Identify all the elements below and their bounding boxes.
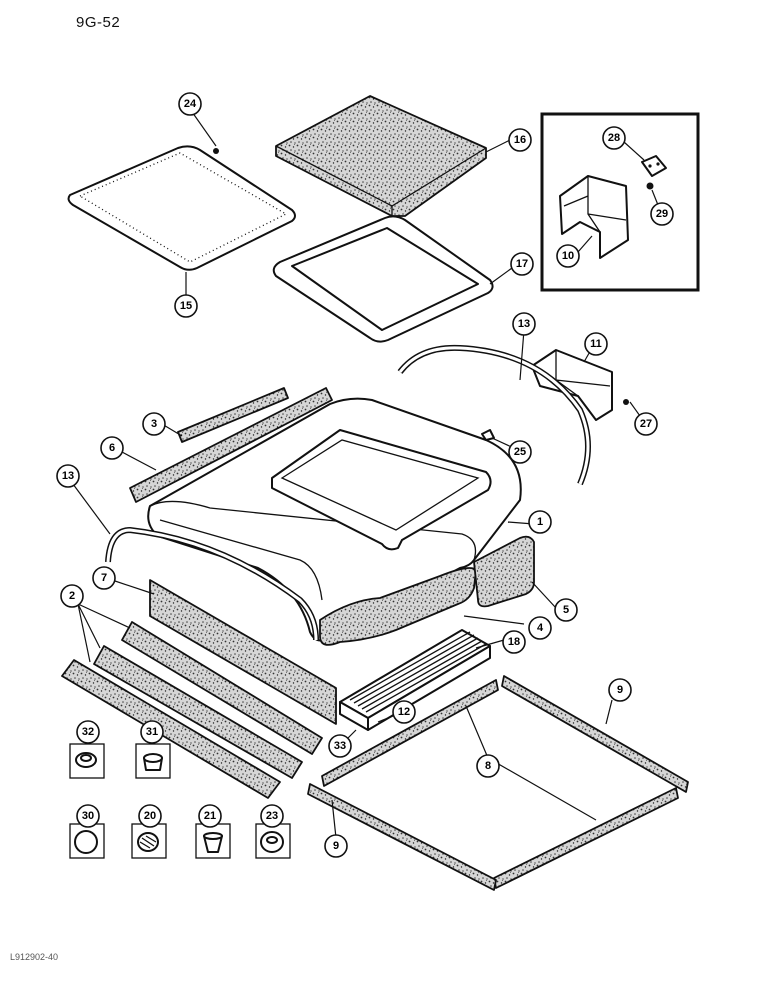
callout-15: 15 [174, 294, 198, 318]
callout-28: 28 [602, 126, 626, 150]
callout-6: 6 [100, 436, 124, 460]
svg-text:11: 11 [590, 338, 602, 350]
svg-text:16: 16 [514, 134, 526, 146]
callout-8: 8 [476, 754, 500, 778]
svg-text:23: 23 [266, 810, 278, 822]
knob-20 [131, 823, 167, 859]
svg-text:13: 13 [62, 470, 74, 482]
svg-text:32: 32 [82, 726, 94, 738]
svg-text:31: 31 [146, 726, 158, 738]
svg-text:29: 29 [656, 208, 668, 220]
svg-text:33: 33 [334, 740, 346, 752]
callout-30: 30 [76, 804, 100, 828]
foam-strip-7 [149, 579, 337, 725]
callout-23: 23 [260, 804, 284, 828]
svg-text:25: 25 [514, 446, 526, 458]
svg-text:2: 2 [69, 590, 75, 602]
callout-25: 25 [508, 440, 532, 464]
knob-31 [135, 743, 171, 779]
seal-strip-9b [307, 783, 497, 891]
callout-4: 4 [528, 616, 552, 640]
air-duct [531, 349, 613, 421]
roof-foam-pad [275, 95, 487, 217]
callout-20: 20 [138, 804, 162, 828]
callout-24: 24 [178, 92, 202, 116]
svg-text:12: 12 [398, 706, 410, 718]
callout-9-lower: 9 [324, 834, 348, 858]
trim-strip-lower [105, 526, 319, 641]
svg-text:1: 1 [537, 516, 543, 528]
knob-21 [195, 823, 231, 859]
callout-3: 3 [142, 412, 166, 436]
svg-text:8: 8 [485, 760, 491, 772]
callout-9-upper: 9 [608, 678, 632, 702]
foam-strip-6 [129, 387, 333, 503]
svg-text:13: 13 [518, 318, 530, 330]
inset-detail-box [540, 112, 700, 292]
screw-24 [213, 148, 219, 154]
svg-text:7: 7 [101, 572, 107, 584]
page-number: 9G-52 [76, 14, 121, 31]
callout-29: 29 [650, 202, 674, 226]
drawing-code: L912902-40 [10, 952, 59, 962]
svg-text:6: 6 [109, 442, 115, 454]
callout-12: 12 [392, 700, 416, 724]
callout-13-upper: 13 [512, 312, 536, 336]
window-seal-frame [272, 215, 494, 343]
callout-1: 1 [528, 510, 552, 534]
svg-text:20: 20 [144, 810, 156, 822]
callout-21: 21 [198, 804, 222, 828]
svg-text:30: 30 [82, 810, 94, 822]
svg-text:5: 5 [563, 604, 569, 616]
callout-11: 11 [584, 332, 608, 356]
callout-32: 32 [76, 720, 100, 744]
cap-30 [69, 823, 105, 859]
callout-16: 16 [508, 128, 532, 152]
foam-panel-5 [473, 535, 535, 608]
seal-strip-8b [493, 787, 679, 889]
callout-33: 33 [328, 734, 352, 758]
foam-strip-3 [177, 387, 289, 443]
svg-text:18: 18 [508, 636, 520, 648]
callout-31: 31 [140, 720, 164, 744]
svg-text:28: 28 [608, 132, 620, 144]
svg-text:9: 9 [617, 684, 623, 696]
callout-17: 17 [510, 252, 534, 276]
svg-text:24: 24 [184, 98, 197, 110]
headliner-panel [67, 145, 296, 271]
svg-text:3: 3 [151, 418, 157, 430]
seal-strip-8a [321, 679, 499, 787]
knob-23 [255, 823, 291, 859]
svg-text:10: 10 [562, 250, 574, 262]
svg-text:15: 15 [180, 300, 192, 312]
svg-text:17: 17 [516, 258, 528, 270]
svg-text:4: 4 [537, 622, 544, 634]
callout-13-lower: 13 [56, 464, 80, 488]
svg-text:9: 9 [333, 840, 339, 852]
screw-27 [623, 399, 629, 405]
callout-2: 2 [60, 584, 84, 608]
callout-10: 10 [556, 244, 580, 268]
trim-strip-upper [397, 344, 591, 486]
callout-27: 27 [634, 412, 658, 436]
foam-panel-4 [319, 567, 477, 646]
callout-18: 18 [502, 630, 526, 654]
roof-shell [147, 397, 522, 642]
svg-text:21: 21 [204, 810, 216, 822]
callout-5: 5 [554, 598, 578, 622]
seal-strip-9a [501, 675, 689, 793]
svg-text:27: 27 [640, 418, 652, 430]
callout-7: 7 [92, 566, 116, 590]
clip-25 [481, 429, 495, 441]
foam-strips-2 [61, 621, 323, 799]
knob-32 [69, 743, 105, 779]
